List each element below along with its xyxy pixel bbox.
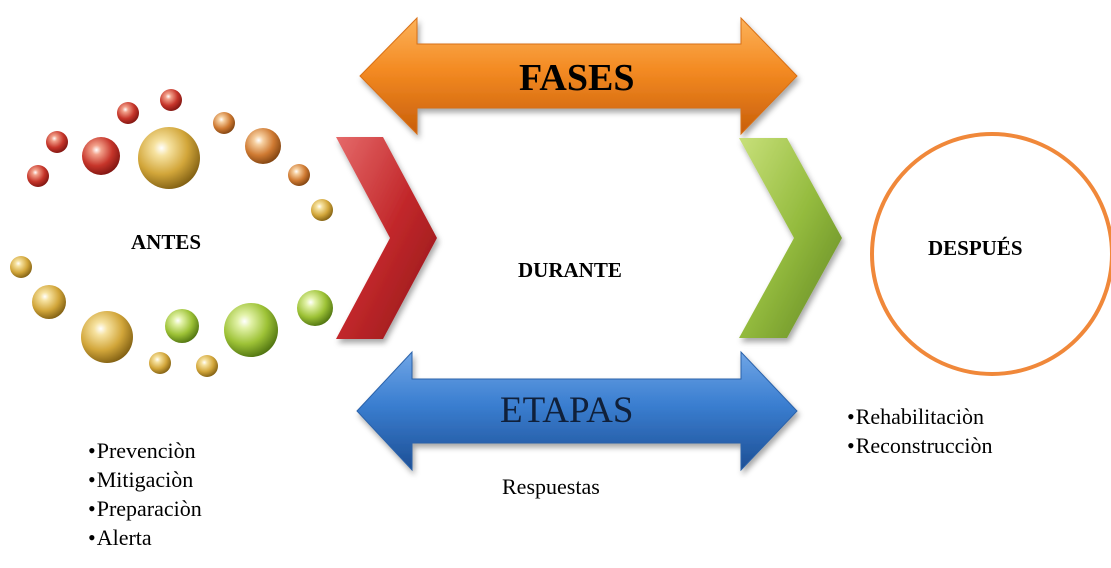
etapas-label: ETAPAS: [500, 390, 634, 431]
durante-label: DURANTE: [518, 258, 622, 282]
sphere: [213, 112, 235, 134]
sphere: [165, 309, 199, 343]
sphere: [27, 165, 49, 187]
despues-label: DESPUÉS: [928, 236, 1023, 260]
list-item: •Prevenciòn: [88, 438, 196, 463]
red-chevron: [336, 137, 437, 339]
list-item: •Mitigaciòn: [88, 467, 194, 492]
sphere: [196, 355, 218, 377]
despues-bullet-list: •Rehabilitaciòn •Reconstrucciòn: [847, 402, 993, 460]
respuestas-text: Respuestas: [502, 474, 600, 499]
fases-arrow: [359, 16, 798, 136]
antes-bullet-list: •Prevenciòn •Mitigaciòn •Preparaciòn •Al…: [88, 436, 202, 552]
sphere: [149, 352, 171, 374]
sphere: [160, 89, 182, 111]
list-item: •Reconstrucciòn: [847, 433, 993, 458]
sphere: [82, 137, 120, 175]
sphere: [32, 285, 66, 319]
fases-label: FASES: [519, 57, 635, 99]
list-item: •Alerta: [88, 525, 152, 550]
sphere: [117, 102, 139, 124]
green-chevron: [739, 138, 842, 338]
etapas-arrow: [356, 350, 798, 472]
sphere: [81, 311, 133, 363]
sphere: [311, 199, 333, 221]
sphere: [245, 128, 281, 164]
sphere: [10, 256, 32, 278]
antes-label: ANTES: [131, 230, 202, 254]
list-item: •Preparaciòn: [88, 496, 202, 521]
sphere: [297, 290, 333, 326]
sphere: [46, 131, 68, 153]
sphere: [288, 164, 310, 186]
sphere: [138, 127, 200, 189]
sphere: [224, 303, 278, 357]
despues-ring: [870, 132, 1111, 376]
antes-sphere-ring: [10, 89, 333, 377]
list-item: •Rehabilitaciòn: [847, 404, 984, 429]
